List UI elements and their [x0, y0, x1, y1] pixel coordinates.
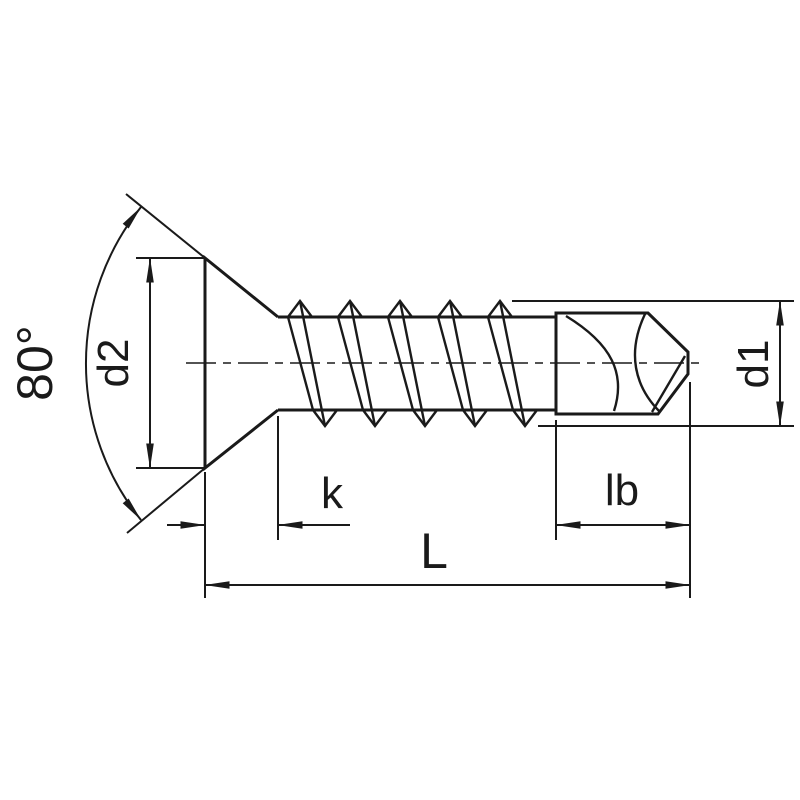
- screw-head: [203, 254, 279, 472]
- drill-flute-curve-1: [565, 314, 620, 412]
- dimension-L: L: [204, 523, 691, 589]
- thread-helix-flanks: [286, 300, 527, 427]
- screw-drawing: [186, 254, 706, 472]
- drill-cutting-edge: [650, 355, 687, 413]
- head-outline: [203, 254, 279, 472]
- label-k: k: [321, 469, 344, 518]
- dimension-d2: d2: [89, 257, 205, 469]
- drill-flute-curve-2: [633, 313, 661, 413]
- dimension-angle: 80°: [7, 193, 206, 534]
- label-d1: d1: [729, 340, 778, 389]
- screw-thread: [278, 299, 556, 428]
- dimension-k: k: [167, 416, 350, 598]
- dimensions: 80° d2 d1 k: [7, 193, 794, 598]
- label-angle: 80°: [7, 325, 63, 401]
- label-L: L: [420, 523, 448, 579]
- drill-point-outline: [554, 311, 690, 416]
- angle-dimension-arc: [84, 206, 142, 521]
- dimension-lb: lb: [555, 382, 691, 598]
- label-lb: lb: [605, 466, 639, 515]
- drill-point: [554, 311, 690, 416]
- dimension-d1: d1: [512, 300, 794, 427]
- label-d2: d2: [89, 339, 138, 388]
- angle-extension-bottom: [126, 467, 206, 534]
- angle-extension-top: [125, 193, 206, 259]
- thread-root-lines: [278, 315, 556, 412]
